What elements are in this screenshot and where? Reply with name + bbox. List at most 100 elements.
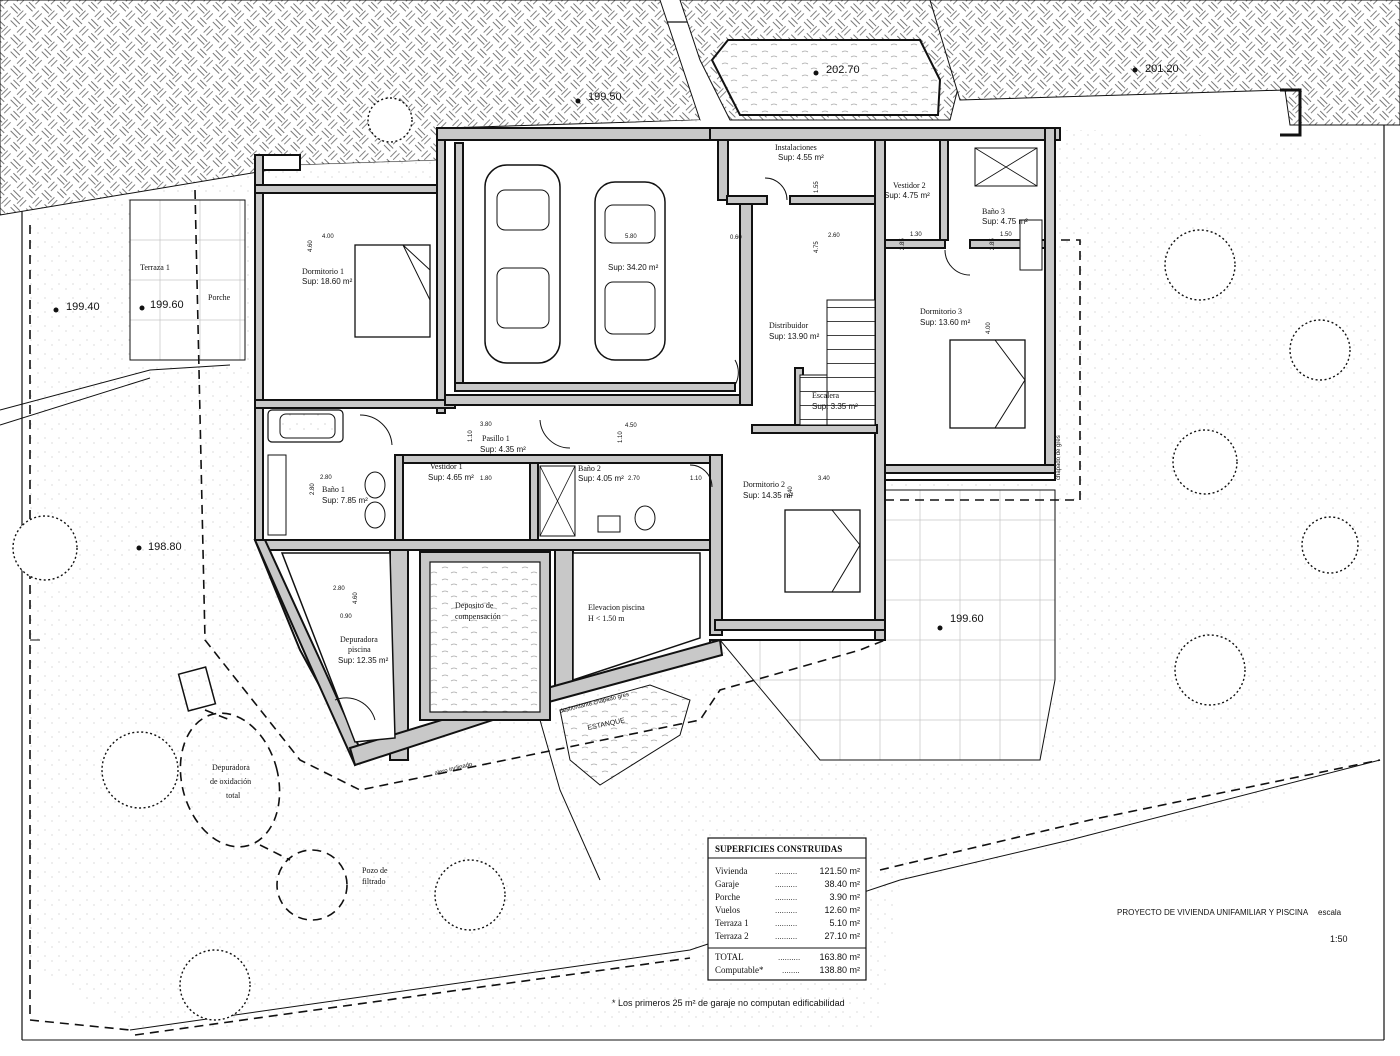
label-deposito-2: compensación	[455, 612, 501, 621]
room-vestidor-1-name: Vestidor 1	[430, 462, 463, 471]
dim: 2.80	[333, 586, 345, 592]
table-title: SUPERFICIES CONSTRUIDAS	[715, 844, 842, 854]
room-vestidor-2-name: Vestidor 2	[893, 181, 926, 190]
parked-cars	[484, 164, 666, 364]
dim: 2.85	[900, 238, 906, 250]
room-vestidor-2-area: Sup: 4.75 m²	[884, 191, 930, 200]
label-deposito-1: Deposito de	[455, 601, 494, 610]
room-escalera-area: Sup: 3.35 m²	[812, 402, 858, 411]
level-label: 198.80	[148, 541, 182, 553]
label-pozo-1: Pozo de	[362, 866, 388, 875]
dim: 4.60	[353, 592, 359, 604]
footnote: * Los primeros 25 m² de garaje no comput…	[612, 998, 845, 1008]
dim: 2.80	[310, 483, 316, 495]
table-computable-dots: ........	[782, 966, 800, 975]
table-row-dots: ..........	[775, 919, 797, 928]
label-oxidacion-1: Depuradora	[212, 763, 250, 772]
level-markers: 199.50 202.70 201.20 199.40 199.60 198.8…	[53, 63, 1179, 631]
room-escalera-name: Escalera	[812, 391, 840, 400]
table-total-dots: ..........	[778, 953, 800, 962]
dim: 4.75	[814, 241, 820, 253]
label-chapado: chapado de gres	[1056, 435, 1062, 480]
room-bano-2-name: Baño 2	[578, 464, 601, 473]
table-computable-label: Computable*	[715, 965, 764, 975]
table-row-value: 12.60 m²	[824, 905, 860, 915]
dimension-labels: 4.00 4.60 5.80 0.60 1.55 4.75 2.60 3.80 …	[308, 181, 1012, 620]
scale-label: escala	[1318, 908, 1342, 917]
table-row-value: 3.90 m²	[829, 892, 860, 902]
dim: 2.80	[320, 475, 332, 481]
dim: 2.60	[828, 233, 840, 239]
label-oxidacion-3: total	[226, 791, 241, 800]
label-depuradora-2: piscina	[348, 645, 371, 654]
dim: 1.10	[468, 430, 474, 442]
table-row-value: 38.40 m²	[824, 879, 860, 889]
table-row-dots: ..........	[775, 893, 797, 902]
dim: 1.80	[480, 476, 492, 482]
room-vestidor-1-area: Sup: 4.65 m²	[428, 473, 474, 482]
room-bano-1-area: Sup: 7.85 m²	[322, 496, 368, 505]
septic-system	[177, 666, 348, 921]
label-depuradora-area: Sup: 12.35 m²	[338, 656, 389, 665]
label-elevacion-2: H < 1.50 m	[588, 614, 625, 623]
table-row-dots: ..........	[775, 932, 797, 941]
room-garaje-area: Sup: 34.20 m²	[608, 263, 659, 272]
table-row-label: Garaje	[715, 879, 739, 889]
level-label: 199.60	[950, 613, 984, 625]
bathroom-fixtures	[267, 147, 1043, 537]
dim: 4.50	[625, 423, 637, 429]
table-row-dots: ..........	[775, 906, 797, 915]
room-distribuidor-name: Distribuidor	[769, 321, 808, 330]
table-row-label: Vuelos	[715, 905, 740, 915]
surfaces-table: SUPERFICIES CONSTRUIDAS Vivienda........…	[707, 837, 867, 981]
project-title: PROYECTO DE VIVIENDA UNIFAMILIAR Y PISCI…	[1117, 908, 1309, 917]
room-dormitorio-1-name: Dormitorio 1	[302, 267, 344, 276]
dim: 1.10	[690, 476, 702, 482]
dim: 1.55	[814, 181, 820, 193]
room-bano-3-area: Sup: 4.75 m²	[982, 217, 1028, 226]
dim: 1.10	[618, 431, 624, 443]
room-porche: Porche	[208, 293, 231, 302]
dim: 3.40	[788, 486, 794, 498]
table-row-label: Terraza 1	[715, 918, 749, 928]
dim: 5.80	[625, 234, 637, 240]
dim: 1.50	[1000, 232, 1012, 238]
level-label: 201.20	[1145, 63, 1179, 75]
table-row-label: Porche	[715, 892, 740, 902]
table-row-label: Vivienda	[715, 866, 747, 876]
label-pozo-2: filtrado	[362, 877, 386, 886]
room-distribuidor-area: Sup: 13.90 m²	[769, 332, 820, 341]
label-elevacion-1: Elevacion piscina	[588, 603, 645, 612]
door-swings	[334, 177, 971, 721]
dim: 3.40	[818, 476, 830, 482]
dim: 0.90	[340, 614, 352, 620]
dim: 3.80	[480, 422, 492, 428]
room-pasillo-1-area: Sup: 4.35 m²	[480, 445, 526, 454]
room-dormitorio-1-area: Sup: 18.60 m²	[302, 277, 353, 286]
label-oxidacion-2: de oxidación	[210, 777, 251, 786]
table-row-dots: ..........	[775, 867, 797, 876]
house-walls	[253, 127, 1061, 767]
room-dormitorio-2-name: Dormitorio 2	[743, 480, 785, 489]
level-label: 199.60	[150, 299, 184, 311]
beds	[354, 244, 1026, 593]
table-total-label: TOTAL	[715, 952, 744, 962]
room-dormitorio-3-area: Sup: 13.60 m²	[920, 318, 971, 327]
table-row-dots: ..........	[775, 880, 797, 889]
room-dormitorio-3-name: Dormitorio 3	[920, 307, 962, 316]
scale-value: 1:50	[1330, 934, 1348, 944]
room-instalaciones-name: Instalaciones	[775, 143, 817, 152]
level-label: 199.50	[588, 91, 622, 103]
street-paving	[0, 0, 1400, 216]
level-label: 199.40	[66, 301, 100, 313]
table-row-value: 121.50 m²	[819, 866, 860, 876]
table-row-value: 27.10 m²	[824, 931, 860, 941]
dim: 0.60	[730, 235, 742, 241]
room-dormitorio-2-area: Sup: 14.35 m²	[743, 491, 794, 500]
room-bano-3-name: Baño 3	[982, 207, 1005, 216]
table-row-value: 5.10 m²	[829, 918, 860, 928]
title-block: PROYECTO DE VIVIENDA UNIFAMILIAR Y PISCI…	[1117, 908, 1348, 944]
room-instalaciones-area: Sup: 4.55 m²	[778, 153, 824, 162]
table-total-value: 163.80 m²	[819, 952, 860, 962]
